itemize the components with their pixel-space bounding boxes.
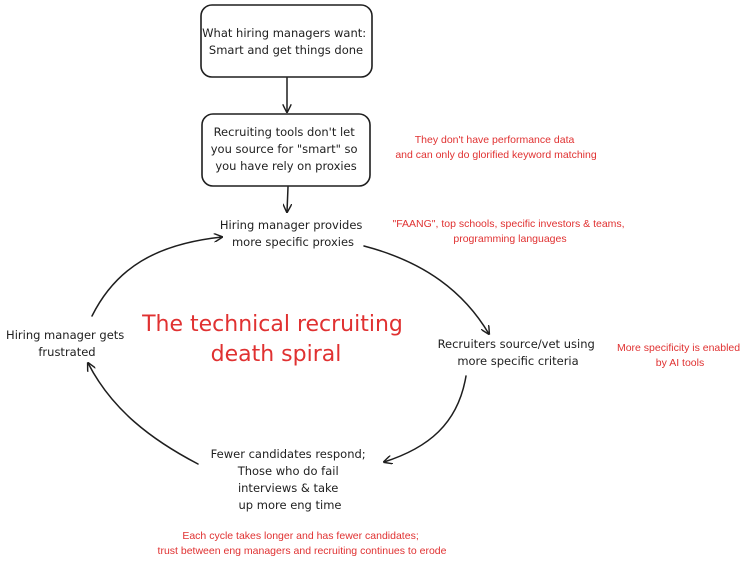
note-cycle: Each cycle takes longer and has fewer ca… [158,530,447,557]
arrow-frustrated-to-proxies [91,237,222,317]
node-wants-text: What hiring managers want: Smart and get… [202,26,370,57]
note-performance: They don't have performance data and can… [395,134,597,161]
node-proxies: Hiring manager provides more specific pr… [220,218,366,249]
box-tools [201,113,371,187]
arrow-recruiters-to-fewer [384,375,467,462]
arrow-tools-to-proxies [287,186,288,212]
arrow-proxies-to-recruiters [363,245,489,334]
node-tools-text: Recruiting tools don't let you source fo… [211,125,362,173]
box-wants [200,4,373,78]
note-faang: "FAANG", top schools, specific investors… [392,218,627,245]
diagram-title: The technical recruiting death spiral [141,312,410,367]
node-recruiters: Recruiters source/vet using more specifi… [438,337,599,368]
note-ai: More specificity is enabled by AI tools [617,342,743,369]
node-frustrated: Hiring manager gets frustrated [6,328,128,359]
arrow-fewer-to-frustrated [88,363,199,465]
node-fewer: Fewer candidates respond; Those who do f… [211,447,370,512]
